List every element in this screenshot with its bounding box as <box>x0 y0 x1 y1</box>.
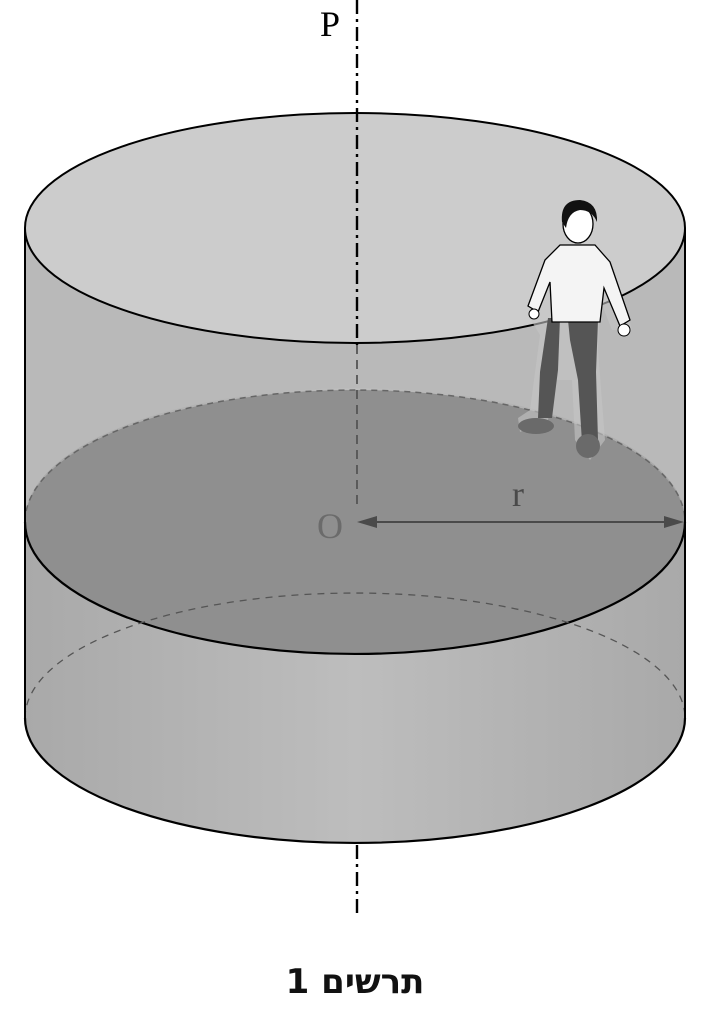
label-center: O <box>317 506 343 546</box>
label-radius: r <box>512 474 524 514</box>
bottom-base-front-edge <box>23 717 687 845</box>
floor-front-edge <box>23 521 687 656</box>
person-figure <box>518 200 632 460</box>
bottom-base-hidden-edge <box>24 592 686 719</box>
figure-caption: תרשים 1 <box>285 962 425 1002</box>
floor-back-edge <box>24 389 686 523</box>
floor-disc <box>25 390 685 654</box>
radius-arrow <box>357 516 684 528</box>
label-axis-top: P <box>320 4 340 44</box>
